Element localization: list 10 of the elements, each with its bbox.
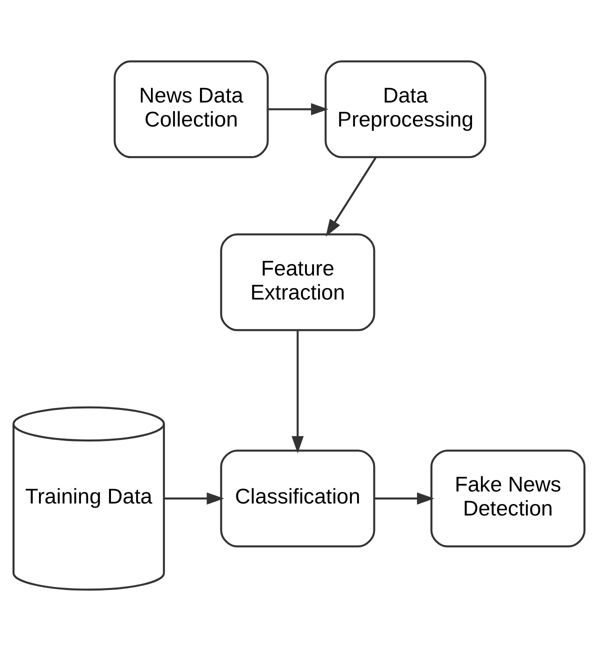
arrow [164,492,224,504]
arrow [326,156,377,236]
node-box: Fake News Detection [430,449,586,547]
arrow [374,492,434,504]
node-box: News Data Collection [114,60,269,158]
node-box: Classification [220,449,376,547]
arrow [292,330,304,453]
node-box: Data Preprocessing [324,60,486,158]
node-box: Feature Extraction [220,232,376,331]
arrow [268,102,328,115]
